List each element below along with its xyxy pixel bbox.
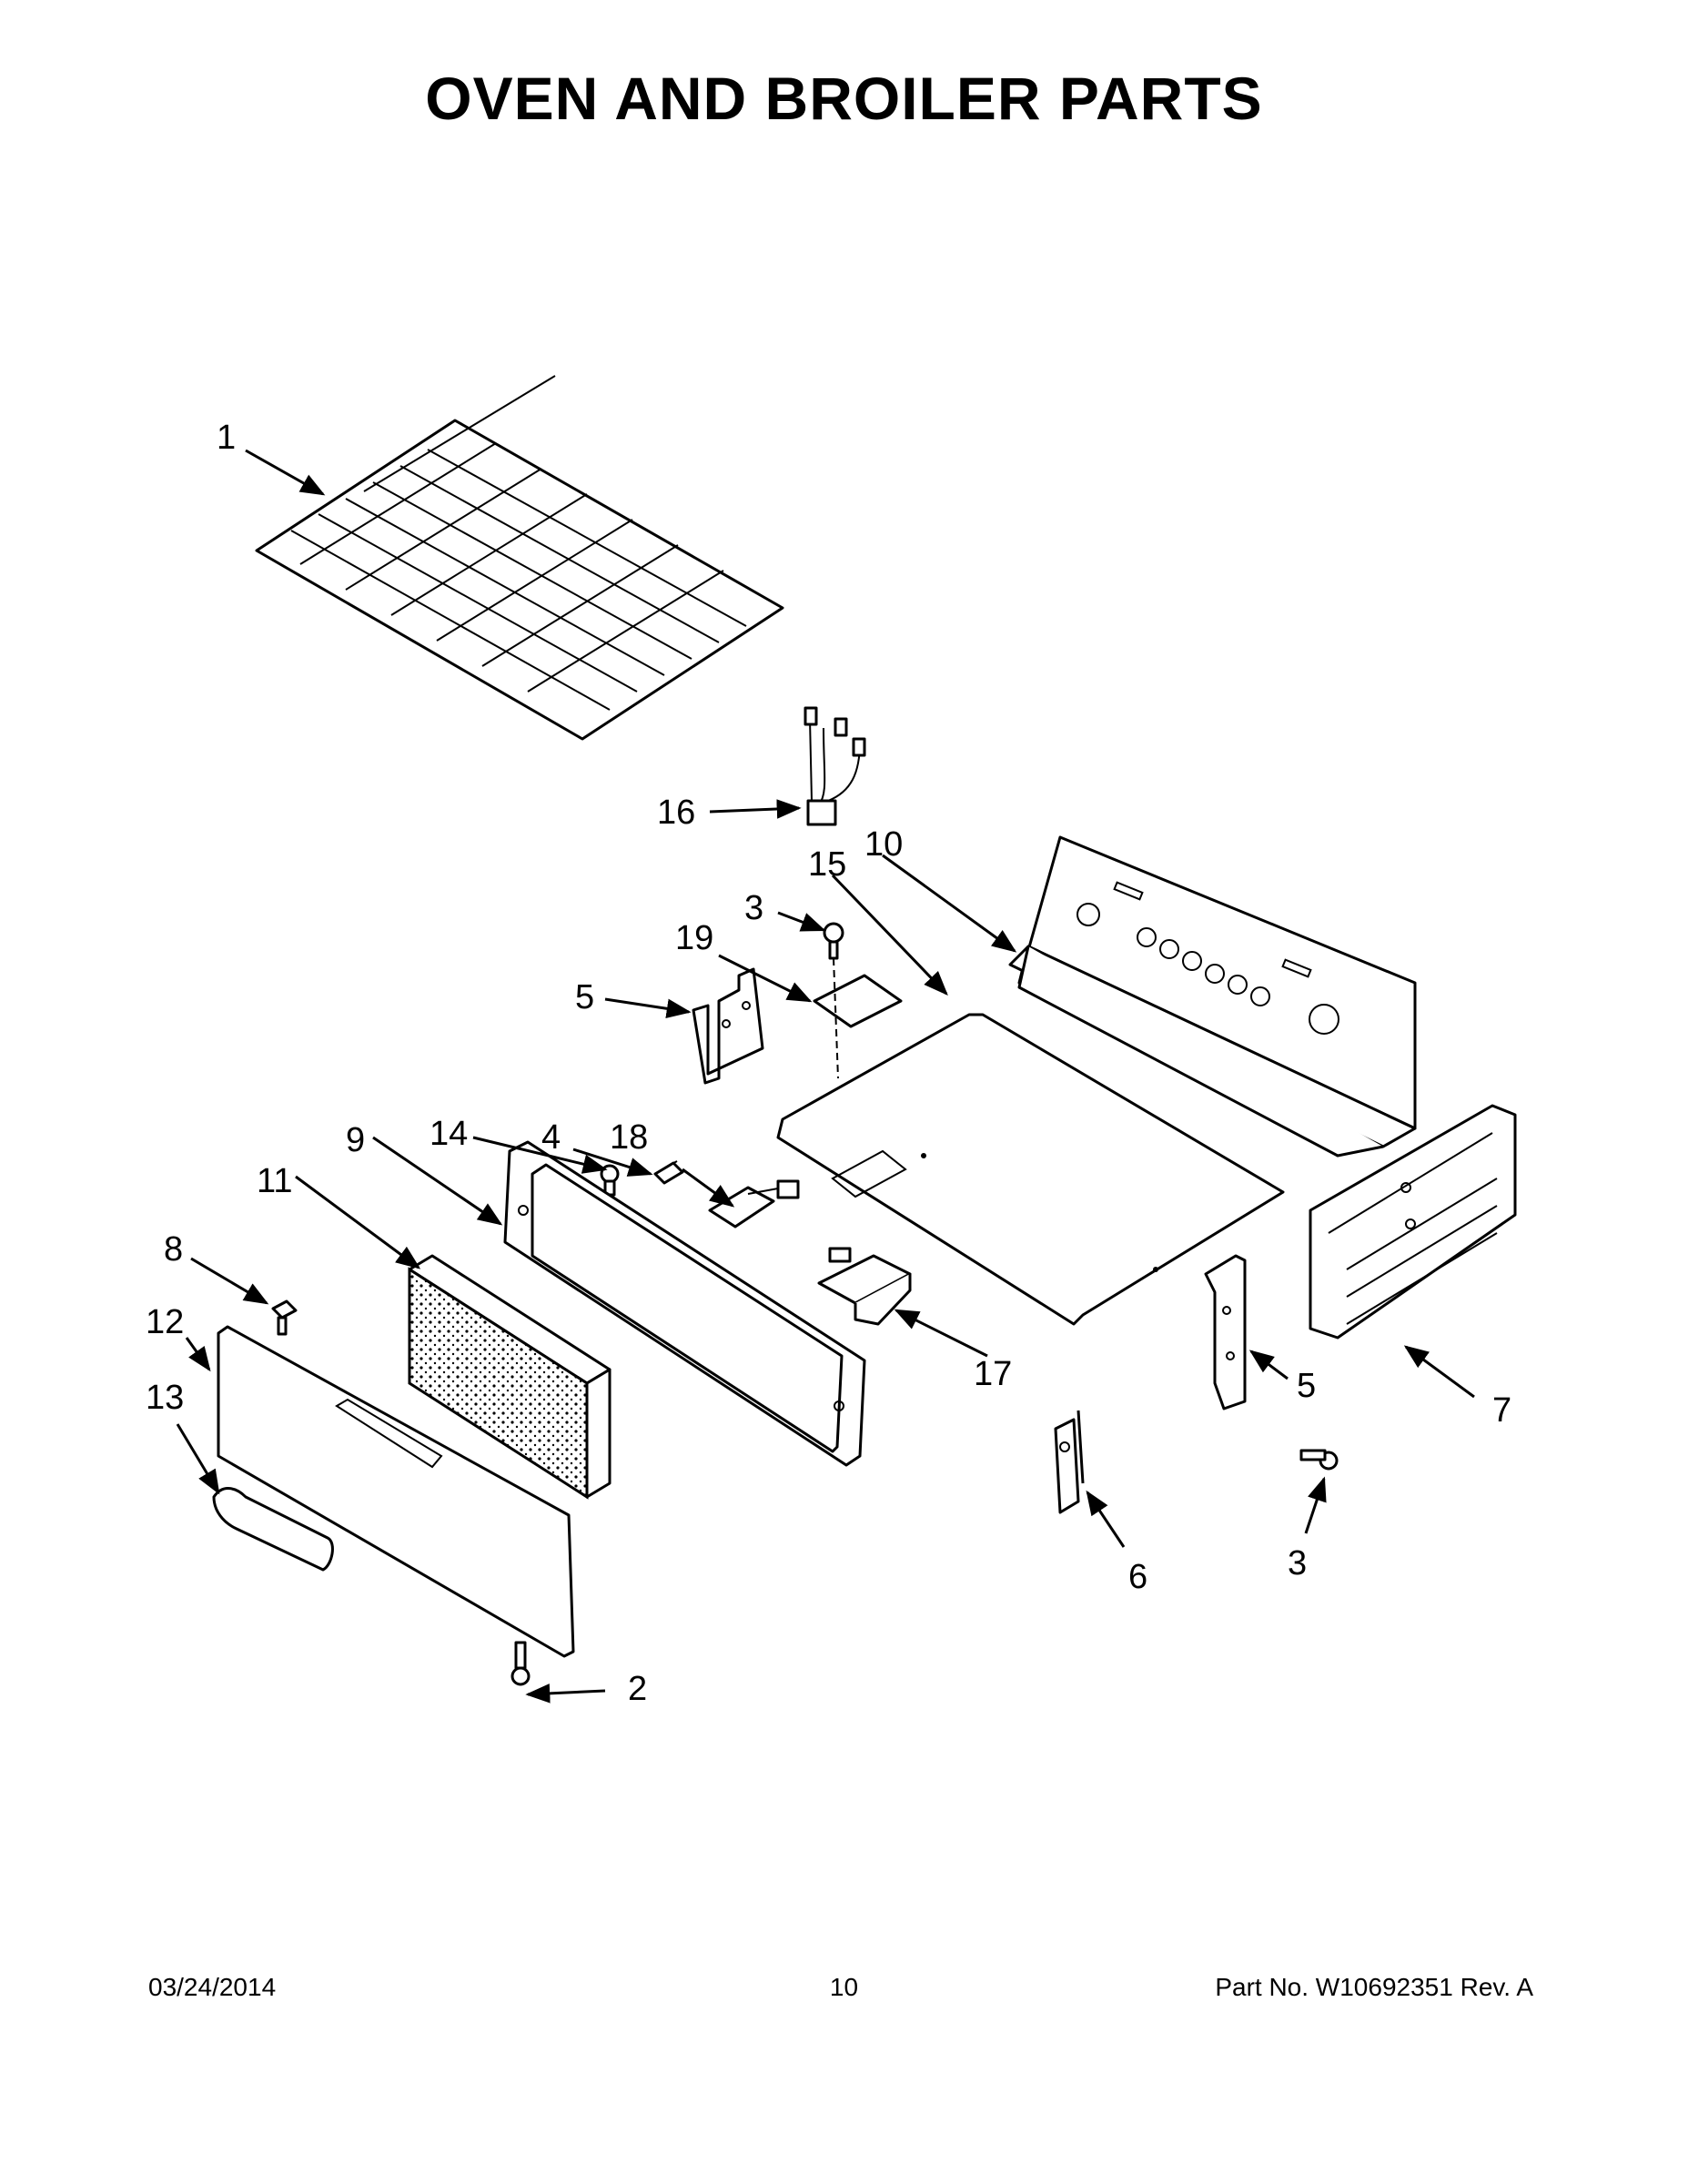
callout-7: 7	[1492, 1391, 1511, 1430]
hinge-bracket-right	[1204, 1254, 1247, 1410]
door-hinge	[1054, 1410, 1085, 1514]
screw-upper	[823, 922, 844, 1079]
drawer-front-panel	[217, 1325, 575, 1658]
callout-3b: 3	[1288, 1544, 1307, 1582]
broiler-floor-plate	[776, 1013, 1285, 1326]
oven-rack	[255, 375, 784, 741]
drawer-insulation	[408, 1254, 612, 1500]
drawer-frame	[503, 1140, 866, 1467]
callout-13: 13	[146, 1379, 184, 1417]
screw-panel	[600, 1164, 620, 1197]
callout-18: 18	[610, 1118, 648, 1157]
callout-3a: 3	[744, 889, 763, 927]
page-title: OVEN AND BROILER PARTS	[425, 65, 1263, 132]
back-panel	[1008, 835, 1417, 1158]
callout-9: 9	[346, 1121, 365, 1159]
callout-12: 12	[146, 1303, 184, 1341]
bolt	[653, 1160, 684, 1185]
callout-2: 2	[628, 1670, 647, 1708]
callout-1: 1	[217, 419, 236, 457]
callout-5a: 5	[575, 978, 594, 1016]
sensor-bracket	[708, 1179, 800, 1228]
footer-page-number: 10	[829, 1973, 859, 2001]
leader-lines	[176, 449, 1475, 1704]
footer-part-number: Part No. W10692351 Rev. A	[1215, 1973, 1533, 2001]
callout-17: 17	[974, 1355, 1012, 1393]
callout-6: 6	[1128, 1558, 1147, 1596]
callout-5b: 5	[1297, 1367, 1316, 1405]
callout-10: 10	[864, 825, 903, 864]
screw-top	[271, 1299, 298, 1336]
screw-lower	[1299, 1449, 1339, 1471]
callout-14: 14	[430, 1115, 468, 1153]
callout-11: 11	[257, 1162, 292, 1200]
drawer-handle	[212, 1487, 334, 1572]
callout-labels: 1 2 3 3 4 5 5 6 7 8 9 10 11 12 13 14 15 …	[146, 419, 1511, 1708]
hinge-bracket-left	[692, 967, 764, 1085]
screw-bottom	[510, 1641, 531, 1686]
callout-8: 8	[164, 1230, 183, 1269]
insulation-pad	[813, 974, 903, 1028]
footer-date: 03/24/2014	[148, 1973, 277, 2001]
igniter-assembly	[817, 1247, 912, 1326]
callout-4: 4	[541, 1118, 561, 1157]
callout-16: 16	[657, 794, 695, 832]
callout-15: 15	[808, 845, 846, 884]
wire-harness	[804, 706, 866, 826]
side-panel-bracket	[1309, 1104, 1517, 1340]
callout-19: 19	[675, 919, 713, 957]
